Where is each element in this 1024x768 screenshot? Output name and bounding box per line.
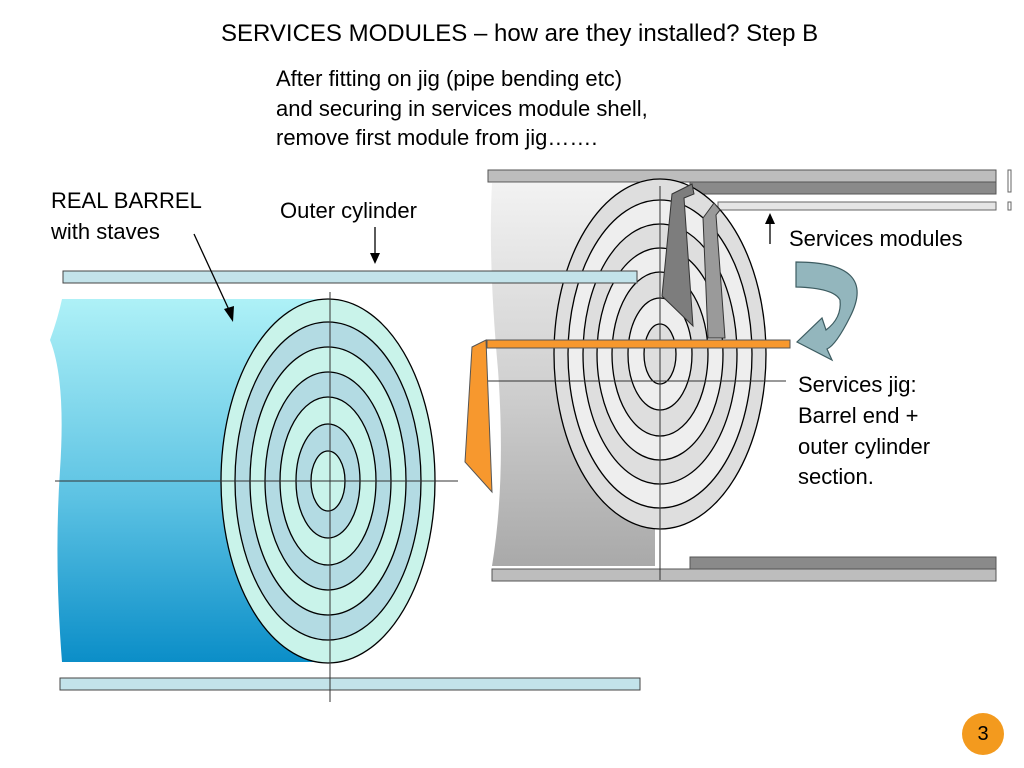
real-barrel-label-line: with staves (51, 218, 160, 244)
real-barrel-label-line: REAL BARREL (51, 188, 202, 213)
intro-line: and securing in services module shell, (276, 95, 648, 121)
outer-cylinder-top-bar (62, 270, 638, 284)
services-module-light (702, 202, 726, 339)
services-modules-pointer-arrow (765, 213, 775, 244)
services-modules-label: Services modules (789, 226, 963, 251)
shell-edge-mark (1007, 169, 1012, 193)
outer-cylinder-pointer-arrow (370, 227, 380, 264)
outer-cylinder-label: Outer cylinder (280, 198, 417, 223)
jig-orange-bar (486, 339, 791, 349)
services-jig-label-line: Barrel end + (798, 402, 919, 428)
intro-text: After fitting on jig (pipe bending etc) … (276, 64, 648, 153)
real-barrel-pointer-arrow (193, 233, 234, 322)
services-jig-label-line: section. (798, 464, 874, 490)
jig-bottom-shell-bar (491, 568, 997, 582)
outer-cylinder-bottom-bar (59, 677, 641, 691)
real-barrel (50, 292, 458, 702)
services-jig-label-line: outer cylinder (798, 433, 931, 459)
jig-top-shell-bar (487, 169, 997, 183)
jig-orange-flap (464, 339, 493, 494)
services-jig-label-line: Services jig: (798, 372, 917, 397)
services-module-dark (661, 183, 695, 328)
services-jig-label: Services jig: Barrel end + outer cylinde… (798, 370, 930, 493)
slide-title: SERVICES MODULES – how are they installe… (221, 20, 819, 47)
services-modules-curved-arrow (795, 261, 858, 362)
shell-edge-mark (1007, 201, 1012, 211)
module-shell-top-bar (717, 201, 997, 211)
jig-top-shell-inner-bar (689, 181, 997, 195)
intro-line: After fitting on jig (pipe bending etc) (276, 66, 623, 91)
page-number-badge: 3 (962, 713, 1004, 755)
jig-bottom-shell-inner-bar (689, 556, 997, 570)
real-barrel-label: REAL BARREL with staves (51, 186, 202, 248)
intro-line: remove first module from jig……. (276, 125, 598, 151)
